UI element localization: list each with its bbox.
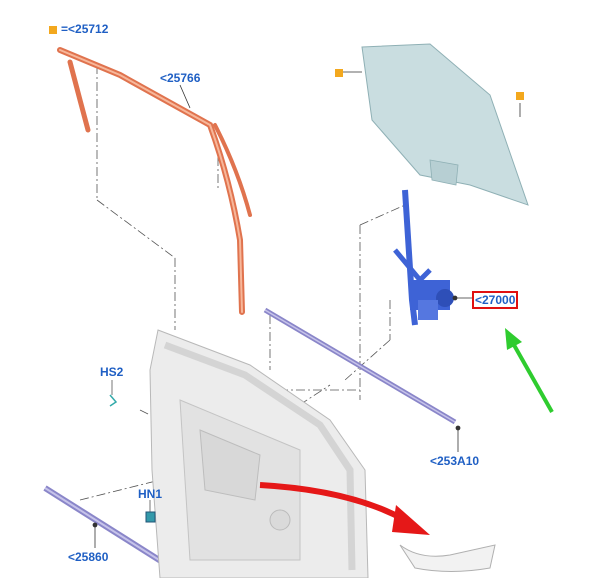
door-inner-panel [149, 329, 369, 578]
legend-text: =<25712 [61, 22, 108, 36]
callout-hn1[interactable]: HN1 [138, 487, 163, 501]
belt-moulding [263, 307, 457, 425]
marker-square [516, 92, 524, 100]
callout-25860[interactable]: <25860 [68, 550, 109, 564]
marker-square [49, 26, 57, 34]
hn1-fastener [145, 500, 156, 523]
red-arrow [259, 482, 430, 535]
window-regulator [393, 189, 454, 326]
callout-leaders [92, 71, 521, 548]
door-glass [361, 43, 529, 206]
callout-253a10[interactable]: <253A10 [430, 454, 480, 468]
hs2-fastener [109, 380, 118, 407]
door-handle [399, 544, 496, 572]
legend-equals: = [61, 22, 69, 36]
legend-part: <25712 [68, 22, 109, 36]
green-arrow [505, 328, 554, 413]
marker-square [335, 69, 343, 77]
callout-hs2[interactable]: HS2 [100, 365, 124, 379]
callout-25766[interactable]: <25766 [160, 71, 201, 85]
callout-27000[interactable]: <27000 [471, 291, 519, 309]
lower-seal [43, 485, 177, 573]
door-frame-upper [57, 47, 252, 315]
